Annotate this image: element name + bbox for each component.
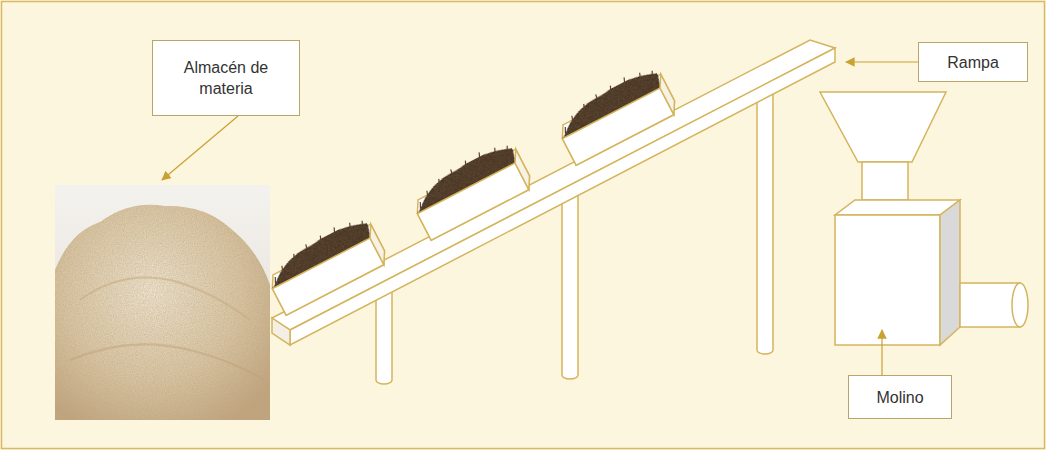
mill-machine bbox=[820, 92, 1028, 345]
callout-label: Rampa bbox=[918, 42, 1028, 82]
sawdust-photo bbox=[55, 185, 270, 420]
label-text: Almacén de materia bbox=[165, 57, 287, 99]
callout-label: Almacén de materia bbox=[152, 40, 300, 116]
callout-label: Molino bbox=[848, 375, 952, 419]
label-text: Molino bbox=[876, 387, 923, 408]
label-text: Rampa bbox=[947, 52, 999, 73]
material-trays bbox=[260, 62, 680, 316]
ramp-beam bbox=[272, 40, 835, 345]
